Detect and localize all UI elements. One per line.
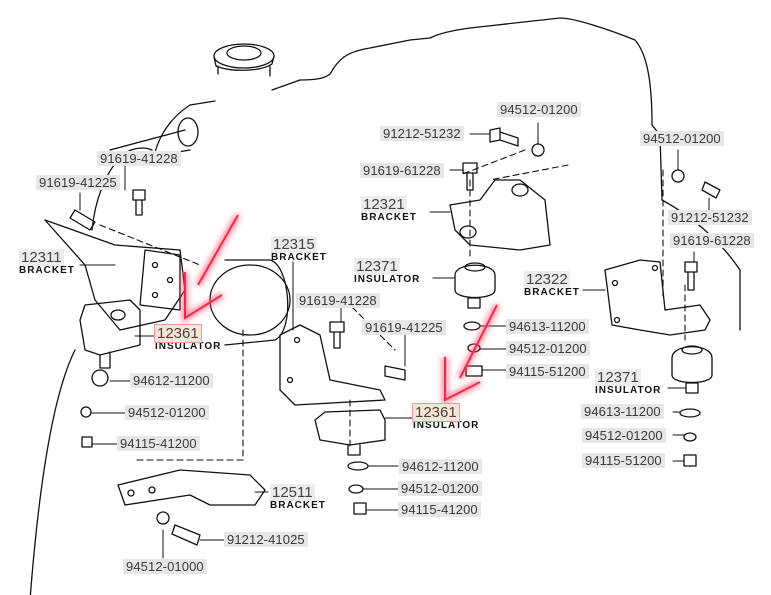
part-name: BRACKET <box>270 500 326 511</box>
part-name: BRACKET <box>271 252 327 263</box>
bracket-12311-shape <box>44 219 186 331</box>
bracket-12511-shape <box>117 469 266 506</box>
starter-drum-shape <box>209 264 291 336</box>
part-number: 94512-01200 <box>398 481 482 496</box>
part-number: 94512-01200 <box>125 405 209 420</box>
part-label-94612-11200-center: 94612-11200 <box>399 459 482 474</box>
part-name: BRACKET <box>361 212 417 223</box>
insulator-12371-right-shape <box>671 345 713 394</box>
part-number: 91212-51232 <box>668 210 752 225</box>
part-label-94512-01200-right-lower: 94512-01200 <box>582 428 666 443</box>
part-label-94115-41200: 94115-41200 <box>117 436 200 451</box>
part-label-91212-51232: 91212-51232 <box>380 126 464 141</box>
part-name: INSULATOR <box>354 274 421 285</box>
part-number: 94512-01200 <box>506 341 590 356</box>
part-label-94613-11200-right: 94613-11200 <box>581 404 664 419</box>
radiator-cap-icon <box>213 43 275 77</box>
part-label-91619-41225: 91619-41225 <box>36 175 120 190</box>
part-label-94115-41200-center: 94115-41200 <box>398 502 481 517</box>
part-number: 94512-01200 <box>640 131 724 146</box>
engine-lower-outline <box>29 199 741 595</box>
part-number: 12311 <box>19 249 64 266</box>
part-number: 91212-51232 <box>380 126 464 141</box>
part-number: 94612-11200 <box>399 459 482 474</box>
part-label-94512-01200-top: 94512-01200 <box>497 102 581 117</box>
insulator-12371-center-shape <box>454 262 496 309</box>
part-number: 94115-51200 <box>506 364 589 379</box>
part-label-94612-11200: 94612-11200 <box>130 373 213 388</box>
part-number: 94115-41200 <box>117 436 200 451</box>
part-label-91619-61228-right: 91619-61228 <box>670 233 754 248</box>
part-number: 91619-41228 <box>296 293 380 308</box>
highlight-arrow-left <box>182 213 241 324</box>
part-name: INSULATOR <box>595 385 662 396</box>
part-label-91619-61228: 91619-61228 <box>360 163 444 178</box>
part-number: 94612-11200 <box>130 373 213 388</box>
part-label-94512-01000: 94512-01000 <box>123 559 207 574</box>
part-number: 91619-61228 <box>670 233 754 248</box>
highlight-arrow-center <box>442 303 500 405</box>
part-label-94512-01200-center: 94512-01200 <box>506 341 590 356</box>
bracket-12321-shape <box>449 179 551 251</box>
part-number: 94613-11200 <box>506 319 589 334</box>
part-number: 12511 <box>270 484 315 501</box>
part-number: 91619-61228 <box>360 163 444 178</box>
part-label-94613-11200-center: 94613-11200 <box>506 319 589 334</box>
insulator-center-shape <box>314 409 386 446</box>
part-number: 12322 <box>524 271 570 288</box>
part-number: 94115-41200 <box>398 502 481 517</box>
part-number: 94512-01000 <box>123 559 207 574</box>
part-label-94512-01200-right: 94512-01200 <box>640 131 724 146</box>
part-number: 94512-01200 <box>582 428 666 443</box>
part-number: 94115-51200 <box>582 453 665 468</box>
part-name: INSULATOR <box>155 341 222 352</box>
part-number: 12361 <box>154 324 202 343</box>
part-label-94115-51200-center: 94115-51200 <box>506 364 589 379</box>
part-number: 12371 <box>595 369 641 386</box>
bracket-12315-shape <box>279 324 386 406</box>
part-number: 12371 <box>354 258 400 275</box>
part-name: BRACKET <box>19 265 75 276</box>
part-name: INSULATOR <box>413 420 480 431</box>
part-label-94512-01200-lower: 94512-01200 <box>398 481 482 496</box>
part-number: 94613-11200 <box>581 404 664 419</box>
part-label-91212-41025: 91212-41025 <box>224 532 308 547</box>
part-number: 94512-01200 <box>497 102 581 117</box>
part-name: BRACKET <box>524 287 580 298</box>
insulator-left-shape <box>79 299 141 356</box>
part-label-91619-41228-center: 91619-41228 <box>296 293 380 308</box>
part-label-94512-01200: 94512-01200 <box>125 405 209 420</box>
part-number: 91619-41228 <box>97 151 181 166</box>
part-number: 91619-41225 <box>36 175 120 190</box>
bracket-12322-shape <box>604 259 711 336</box>
part-number: 91619-41225 <box>362 320 446 335</box>
part-number: 12361 <box>412 403 460 422</box>
part-label-94115-51200-right: 94115-51200 <box>582 453 665 468</box>
part-label-91619-41228: 91619-41228 <box>97 151 181 166</box>
part-number: 12321 <box>361 196 407 213</box>
part-number: 12315 <box>271 236 317 253</box>
part-number: 91212-41025 <box>224 532 308 547</box>
part-label-91212-51232-right: 91212-51232 <box>668 210 752 225</box>
part-label-91619-41225-center: 91619-41225 <box>362 320 446 335</box>
